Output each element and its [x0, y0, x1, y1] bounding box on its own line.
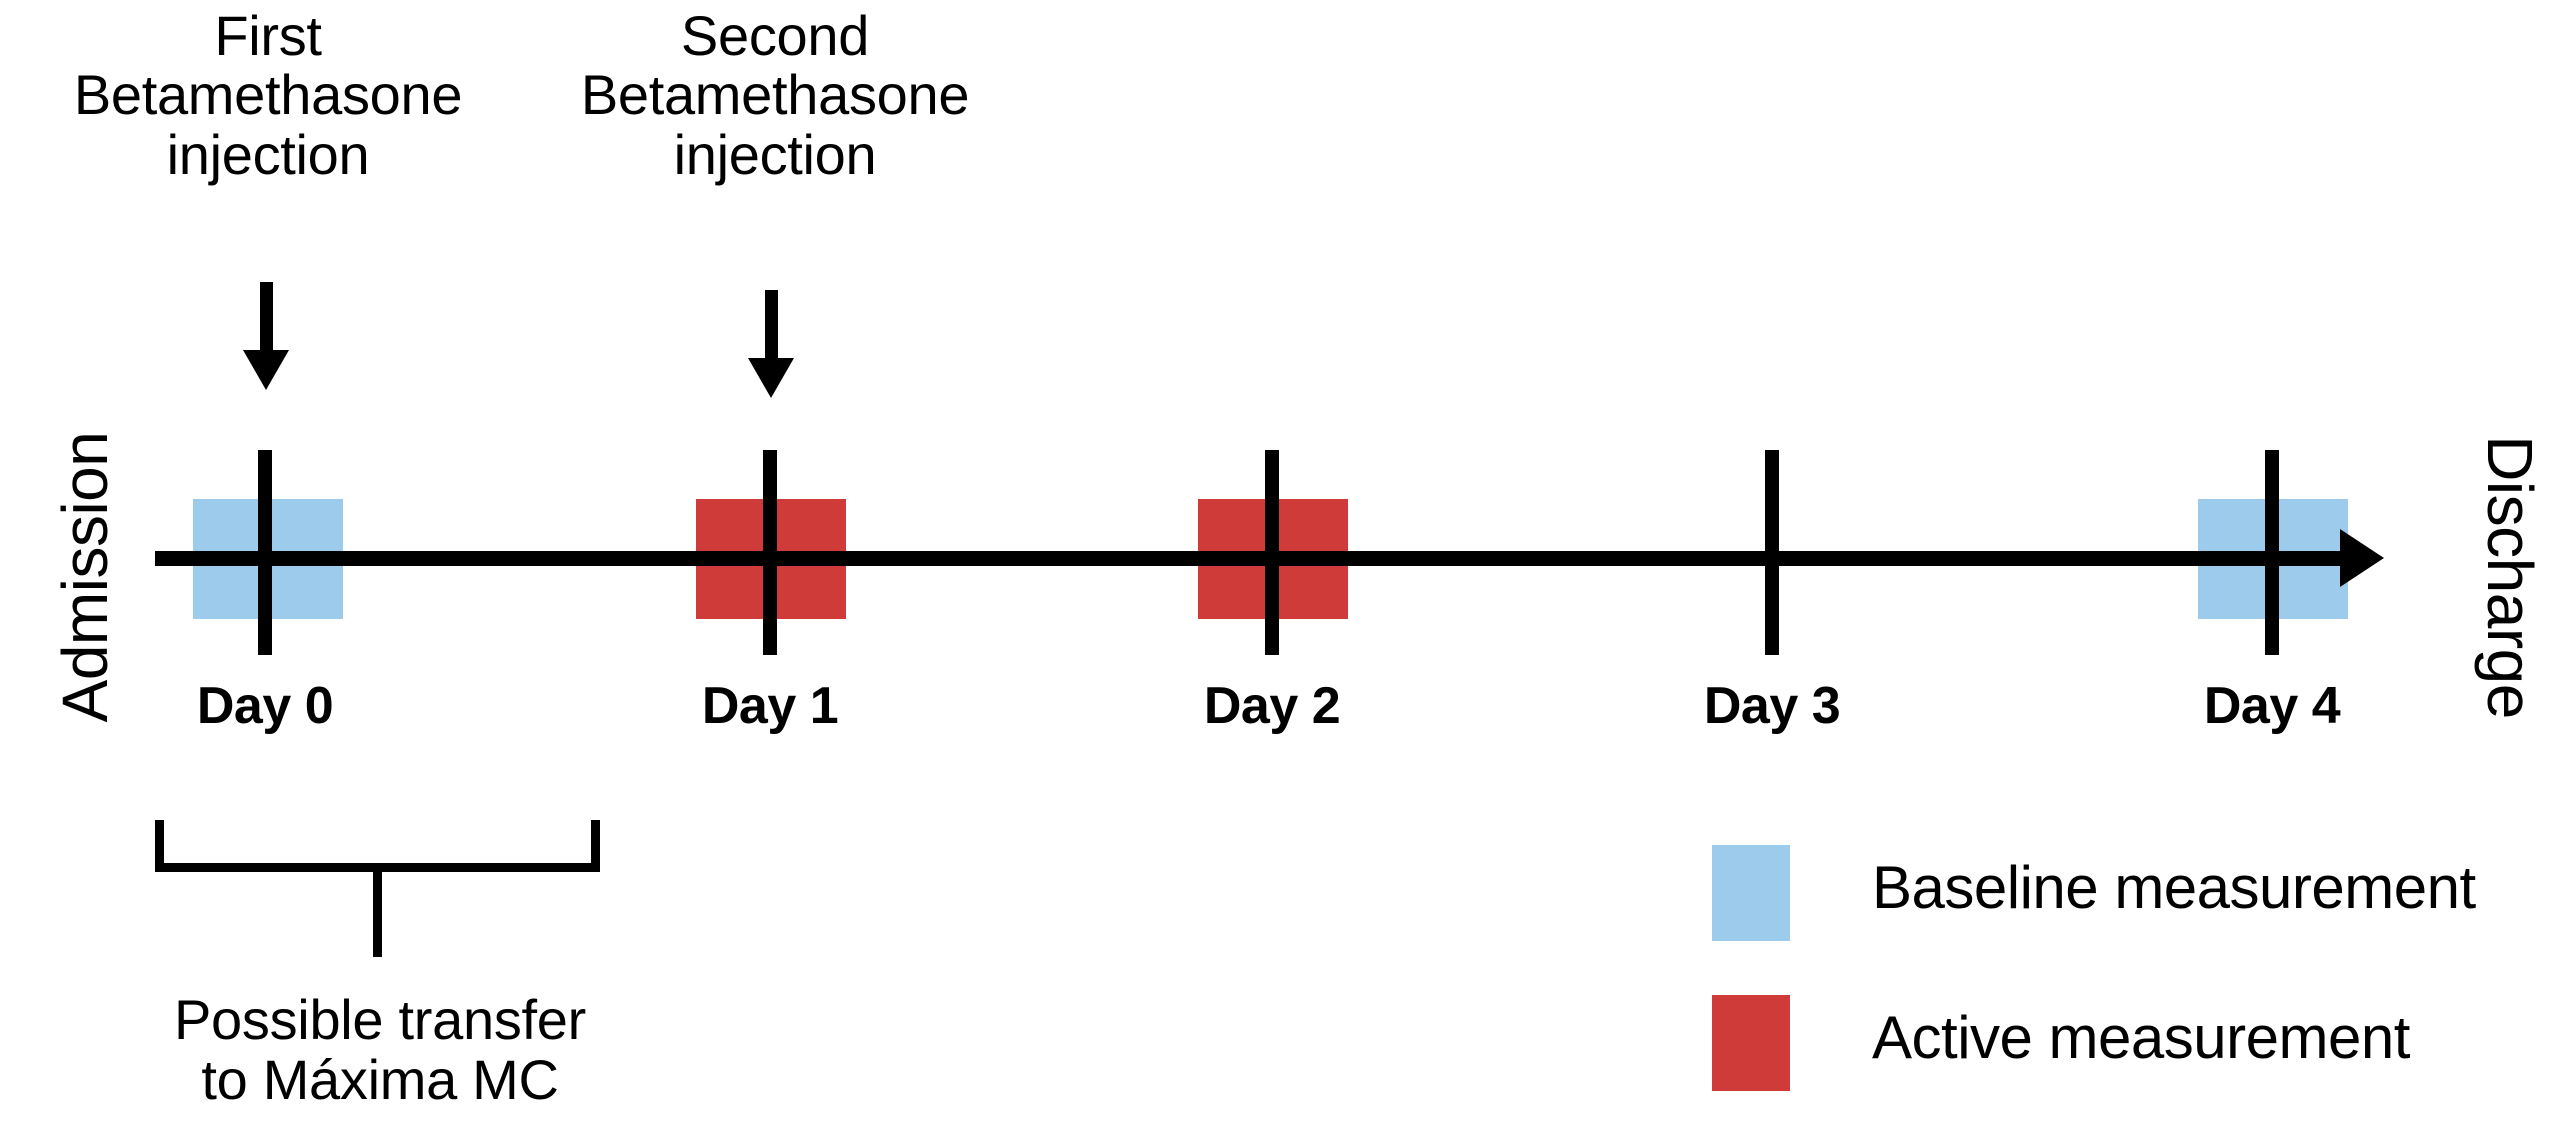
arrow-head [243, 350, 289, 390]
day-tick-4 [2265, 450, 2279, 655]
legend-label-active: Active measurement [1872, 1004, 2410, 1071]
discharge-label: Discharge [2474, 435, 2546, 719]
timeline-axis [155, 551, 2352, 566]
arrow-shaft [765, 290, 778, 364]
day-tick-1 [763, 450, 777, 655]
brace-stem [373, 869, 382, 957]
day-tick-2 [1265, 450, 1279, 655]
legend-item-baseline: Baseline measurement [1712, 845, 2542, 941]
admission-label: Admission [49, 431, 121, 723]
day-label-4: Day 4 [2203, 677, 2341, 735]
legend-swatch-baseline [1712, 845, 1790, 941]
timeline-axis-arrow-icon [2340, 529, 2384, 587]
second-injection-label: Second Betamethasone injection [580, 4, 970, 186]
legend-swatch-active [1712, 995, 1790, 1091]
arrow-head [748, 358, 794, 398]
brace-bar [155, 863, 600, 872]
possible-transfer-brace [155, 820, 600, 960]
day-label-0: Day 0 [196, 677, 334, 735]
arrow-shaft [260, 282, 273, 356]
brace-left-tip [155, 820, 164, 867]
day-label-2: Day 2 [1203, 677, 1341, 735]
day-label-1: Day 1 [701, 677, 839, 735]
day-tick-3 [1765, 450, 1779, 655]
legend-label-baseline: Baseline measurement [1872, 854, 2476, 921]
first-injection-label: First Betamethasone injection [73, 4, 463, 186]
legend-item-active: Active measurement [1712, 995, 2542, 1091]
day-tick-0 [258, 450, 272, 655]
first-injection-down-arrow-icon [243, 282, 289, 392]
second-injection-down-arrow-icon [748, 290, 794, 400]
day-label-3: Day 3 [1703, 677, 1841, 735]
possible-transfer-caption: Possible transfer to Máxima MC [174, 988, 586, 1112]
brace-right-tip [591, 820, 600, 867]
